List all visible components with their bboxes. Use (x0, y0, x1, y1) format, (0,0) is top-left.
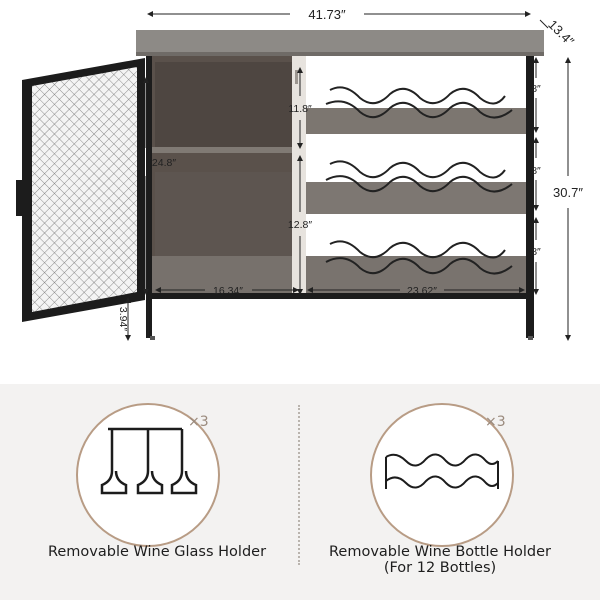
glass-holder-quantity: ×3 (188, 414, 209, 430)
cabinet-width-label: 16.34″ (213, 285, 243, 297)
bottle-rack-wires (325, 86, 513, 275)
rack-shelf-3 (306, 256, 530, 294)
bottle-holder-label-line1: Removable Wine Bottle Holder (329, 544, 551, 560)
height-label: 30.7″ (553, 185, 583, 200)
product-illustration: 41.73″ 13.4″ 30.7″ 11.8″ 12.8″ 16.34″ 23… (16, 7, 584, 341)
bottle-holder-label: Removable Wine Bottle Holder (For 12 Bot… (300, 544, 580, 576)
bottle-holder-quantity: ×3 (485, 414, 506, 430)
cabinet-shelf (150, 147, 300, 153)
divider-panel (292, 56, 306, 296)
rack-shelf-2 (306, 182, 530, 214)
mesh-door (16, 58, 145, 322)
dotted-divider (298, 405, 300, 565)
top-board (136, 30, 544, 56)
leg-height-label: 3.94″ (117, 307, 129, 331)
rack-shelf-2-label: 8″ (531, 165, 541, 177)
cabinet-height-label: 24.8″ (152, 157, 176, 169)
rack-width-label: 23.62″ (407, 285, 437, 297)
glass-holder-label: Removable Wine Glass Holder (47, 544, 267, 560)
bottle-holder-label-line2: (For 12 Bottles) (383, 560, 497, 576)
width-label: 41.73″ (308, 7, 346, 22)
wine-cabinet-diagram: 41.73″ 13.4″ 30.7″ 11.8″ 12.8″ 16.34″ 23… (16, 7, 583, 341)
depth-label: 13.4″ (545, 17, 577, 49)
rack-shelf-3-label: 8″ (531, 246, 541, 258)
rack-shelf-1-label: 8″ (531, 83, 541, 95)
upper-shelf-label: 11.8″ (288, 103, 312, 115)
bottle-holder-icon (385, 453, 499, 489)
rack-shelf-1 (306, 108, 530, 134)
metal-frame (146, 54, 534, 340)
bottle-holder-circle (370, 403, 514, 547)
lower-shelf-label: 12.8″ (288, 219, 312, 231)
glass-holder-circle (76, 403, 220, 547)
glass-holder-icon (100, 427, 198, 495)
